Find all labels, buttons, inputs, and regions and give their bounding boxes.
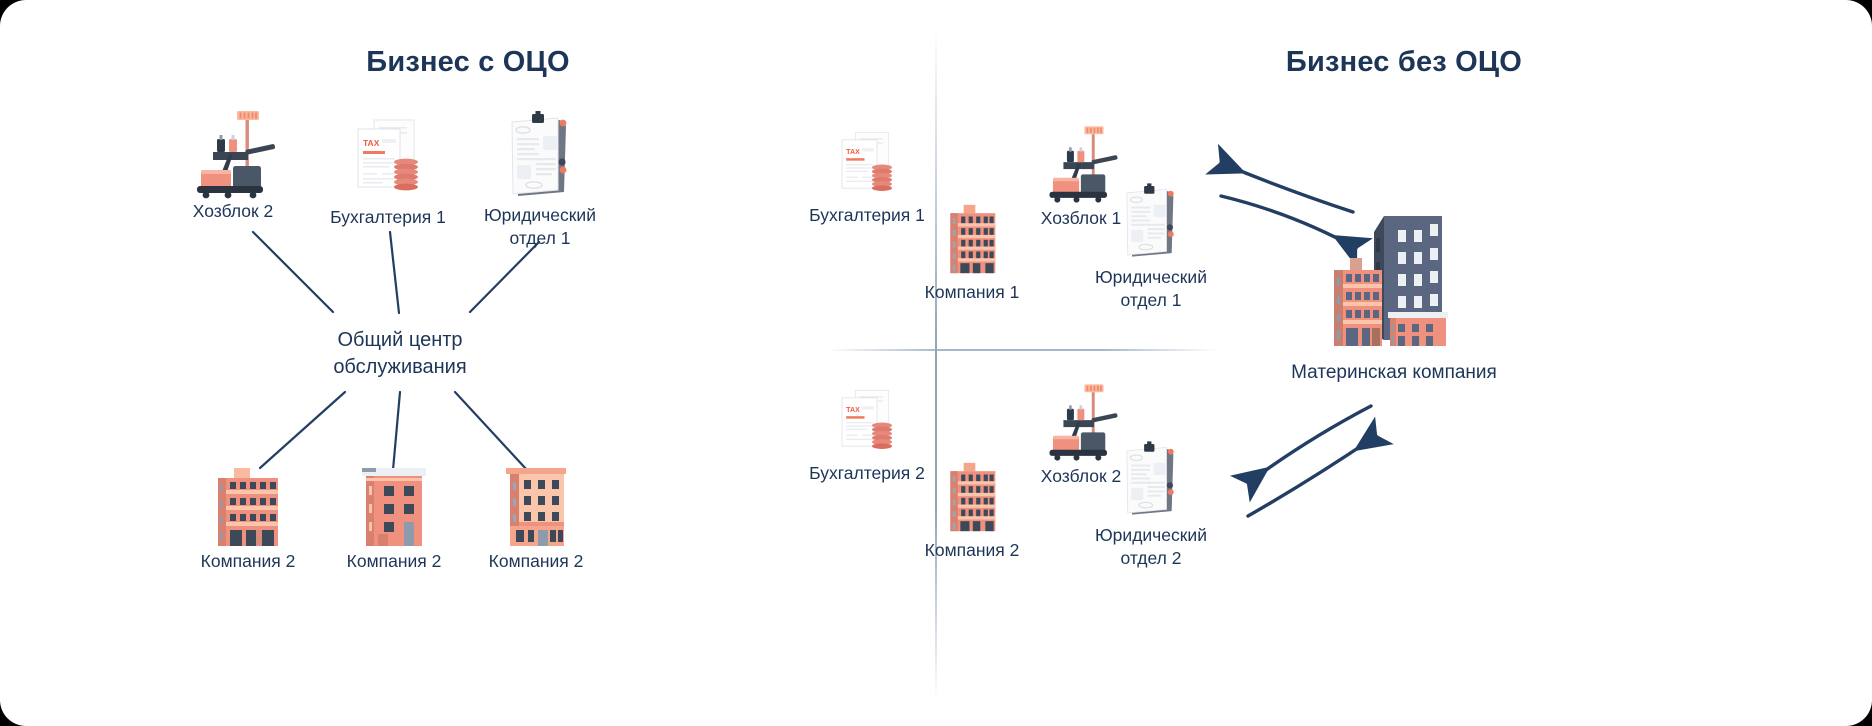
legal-document-icon [1126,441,1174,515]
tax-document-icon: TAX [841,389,892,449]
node-label: Компания 2 [924,540,1020,560]
shared-service-center-hub: Общий центр обслуживания [333,329,467,378]
node-label: Компания 2 [346,551,442,571]
cleaning-cart-icon [197,111,276,199]
node-legal-department-1[interactable]: Юридический отдел 1 [484,111,596,248]
node-label: Бухгалтерия 2 [809,463,925,483]
node-company-2-c[interactable]: Компания 2 [489,464,583,571]
node-label: Хозблок 2 [1040,466,1122,486]
node-company-2-b[interactable]: Компания 2 [347,468,441,571]
node-label: Юридический отдел 1 [484,205,596,248]
node-parent-company[interactable]: Материнская компания [1291,208,1497,383]
node-label: Материнская компания [1291,362,1497,383]
node-label: Хозблок 1 [1040,208,1122,228]
legal-document-icon [1126,183,1174,257]
right-panel-title: Бизнес без ОЦО [1285,46,1523,78]
node-label: Компания 1 [924,282,1020,302]
node-label: Юридический отдел 1 [1095,267,1207,310]
node-buhgalteria-1[interactable]: TAX Бухгалтерия 1 [330,118,446,227]
office-building-icon [218,468,278,546]
office-building-icon [506,468,566,546]
left-panel-business-with-ssc: Бизнес с ОЦО Общий центр обслуживания [193,46,596,571]
node-label: Компания 2 [200,551,296,571]
legal-document-icon [511,111,567,196]
node-buhgalteria-2-right[interactable]: TAX Бухгалтерия 2 [809,388,925,483]
corporate-towers-icon [1334,216,1448,346]
node-legal-department-2-right[interactable]: Юридический отдел 2 [1095,441,1207,568]
node-hozblok-2-right[interactable]: Хозблок 2 [1041,381,1121,486]
node-hozblok-1-right[interactable]: Хозблок 1 [1041,123,1121,228]
node-label: Юридический отдел 2 [1095,525,1207,568]
office-building-icon [362,468,426,546]
node-company-1-right[interactable]: Компания 1 [925,203,1019,302]
node-company-2-a[interactable]: Компания 2 [201,468,295,571]
group-horizontal-divider [826,349,1216,351]
node-label: Бухгалтерия 1 [809,205,925,225]
svg-text:TAX: TAX [363,138,380,148]
office-building-icon [950,204,996,274]
node-company-2-right[interactable]: Компания 2 [925,461,1019,560]
cleaning-cart-icon [1049,126,1118,203]
node-legal-department-1-right[interactable]: Юридический отдел 1 [1095,183,1207,310]
tax-document-icon: TAX [357,119,418,191]
left-panel-title: Бизнес с ОЦО [366,46,570,78]
office-building-icon [950,462,996,532]
svg-text:TAX: TAX [846,148,860,156]
tax-document-icon: TAX [841,131,892,191]
node-label: Бухгалтерия 1 [330,207,446,227]
node-hozblok-2[interactable]: Хозблок 2 [193,108,276,221]
right-panel-business-without-ssc: Бизнес без ОЦО [809,0,1872,726]
node-label: Компания 2 [488,551,584,571]
cleaning-cart-icon [1049,384,1118,461]
panel-vertical-divider [935,26,937,700]
node-buhgalteria-1-right[interactable]: TAX Бухгалтерия 1 [809,130,925,225]
svg-text:TAX: TAX [846,406,860,414]
node-label: Хозблок 2 [192,201,274,221]
